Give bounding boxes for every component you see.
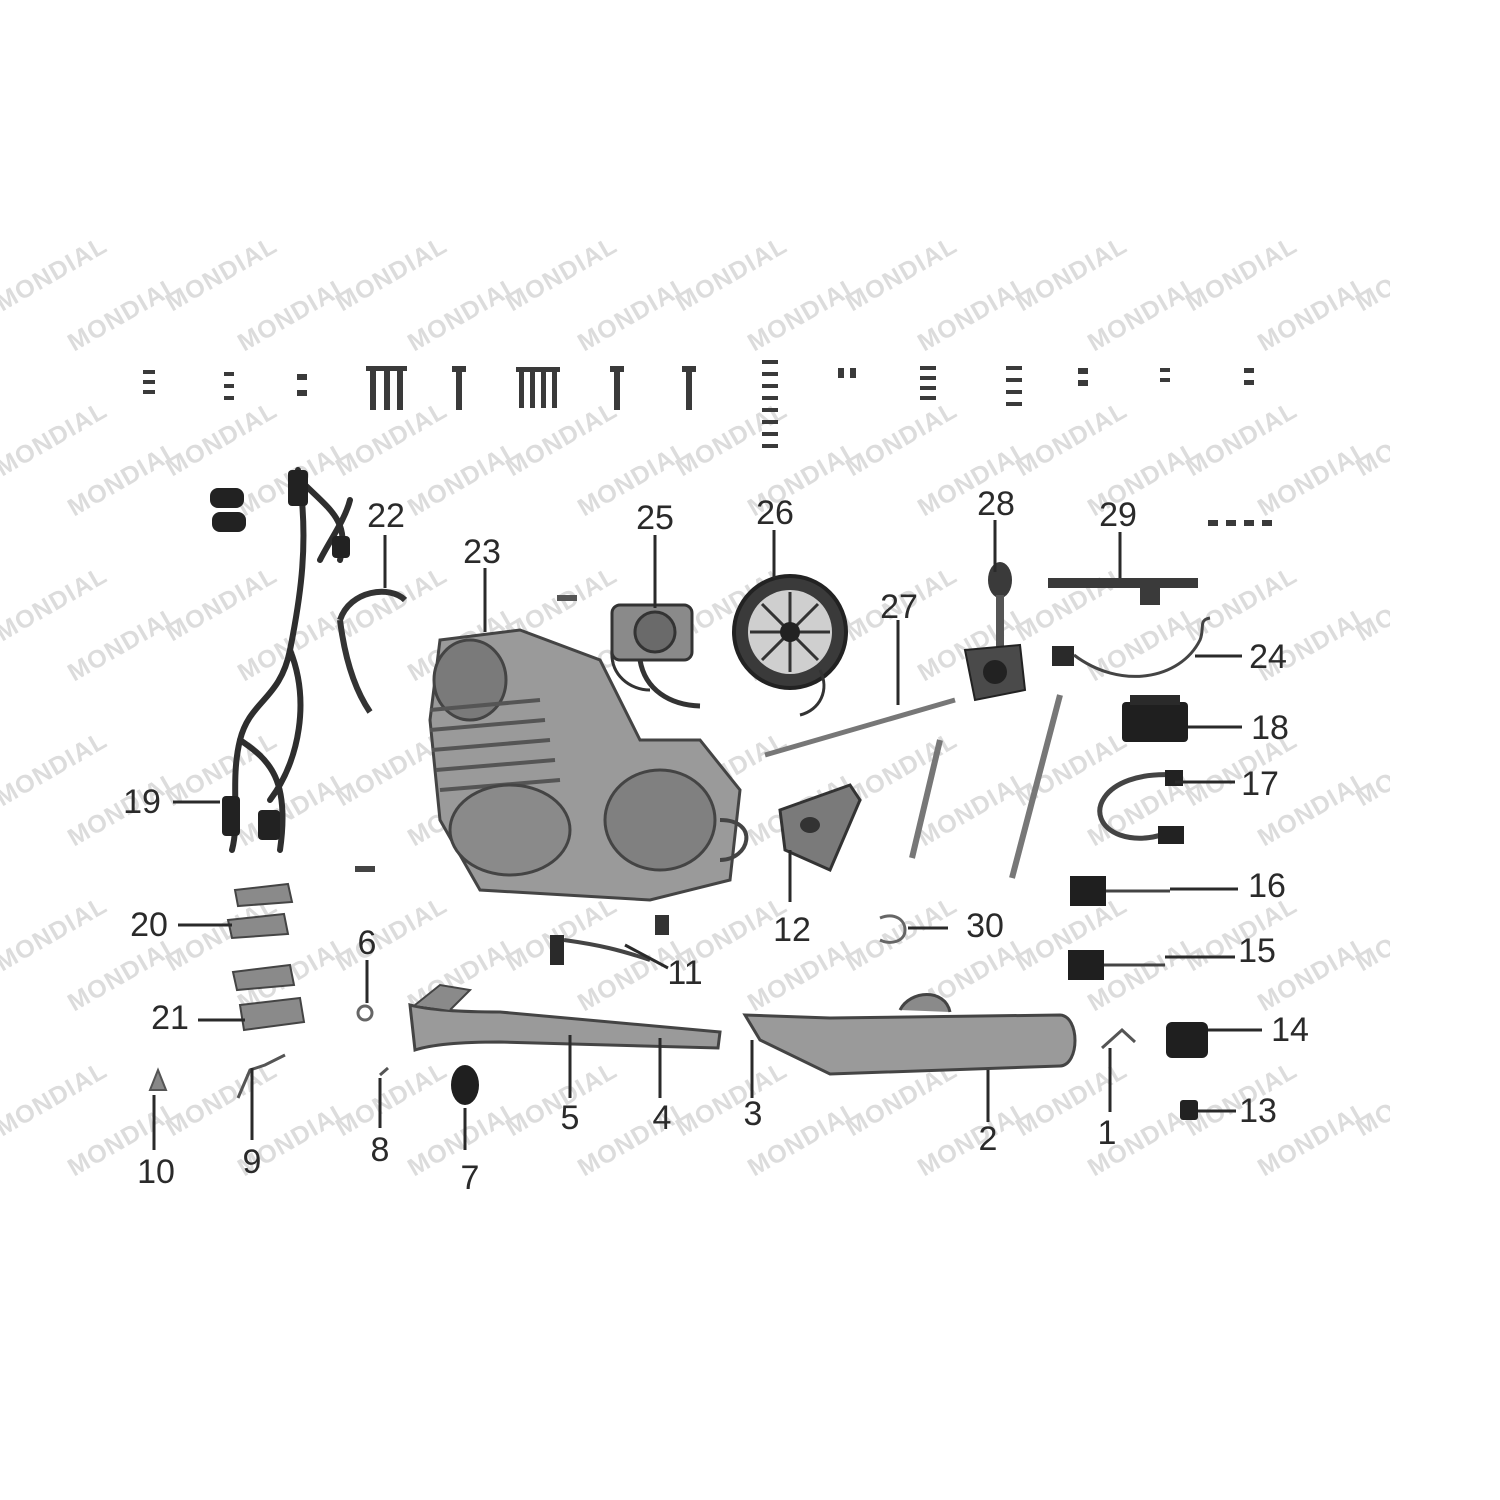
rectifier <box>1166 1022 1208 1058</box>
cable <box>337 588 408 714</box>
exhaust-pipe <box>408 983 722 1053</box>
callout-22: 22 <box>367 497 405 535</box>
wiring-harness <box>229 467 353 853</box>
callout-25: 25 <box>636 499 674 537</box>
sprocket-cover <box>778 783 862 872</box>
leader-lines <box>152 520 1262 1150</box>
callout-8: 8 <box>370 1131 390 1169</box>
callout-7: 7 <box>460 1159 480 1197</box>
callout-10: 10 <box>137 1153 175 1191</box>
electronic-module <box>1122 695 1188 742</box>
small-connector <box>1180 1100 1198 1120</box>
mounting-bracket <box>1048 578 1198 605</box>
gasket-20 <box>226 882 294 940</box>
bracket-9 <box>236 1053 286 1099</box>
callout-3: 3 <box>743 1095 763 1133</box>
callout-24: 24 <box>1249 638 1287 676</box>
engine <box>428 628 749 902</box>
spring-clip <box>1100 1027 1137 1050</box>
callout-9: 9 <box>242 1143 262 1181</box>
callout-30: 30 <box>966 907 1004 945</box>
pin <box>379 1066 389 1077</box>
gasket-21 <box>231 963 306 1032</box>
small-part <box>557 595 577 601</box>
callout-26: 26 <box>756 494 794 532</box>
sensor-lead <box>1052 616 1211 678</box>
callout-28: 28 <box>977 485 1015 523</box>
oil-cap <box>451 1065 479 1105</box>
chain-link <box>879 914 907 944</box>
harness-connectors <box>210 470 350 840</box>
gear-lever <box>963 562 1027 702</box>
callout-21: 21 <box>151 999 189 1037</box>
control-rod <box>764 697 956 758</box>
callout-27: 27 <box>880 588 918 626</box>
relay-15 <box>1068 950 1165 980</box>
washer <box>356 1004 374 1022</box>
callout-2: 2 <box>978 1120 998 1158</box>
ignition-lead <box>1097 770 1184 844</box>
cooling-fan <box>732 574 848 717</box>
carburetor <box>610 603 701 709</box>
relay-16 <box>1070 876 1170 906</box>
callout-1: 1 <box>1097 1114 1117 1152</box>
small-part-2 <box>355 866 375 872</box>
kick-starter <box>550 915 669 965</box>
muffler <box>742 993 1077 1076</box>
callout-14: 14 <box>1271 1011 1309 1049</box>
callout-20: 20 <box>130 906 168 944</box>
callout-23: 23 <box>463 533 501 571</box>
callout-11: 11 <box>667 954 703 992</box>
callout-12: 12 <box>773 911 811 949</box>
fastener-row <box>143 360 1272 526</box>
callout-29: 29 <box>1099 496 1137 534</box>
callout-13: 13 <box>1239 1092 1277 1130</box>
callout-18: 18 <box>1251 709 1289 747</box>
rod-right <box>1009 694 1063 879</box>
valve-10 <box>148 1067 168 1091</box>
callout-16: 16 <box>1248 867 1286 905</box>
callout-15: 15 <box>1238 932 1276 970</box>
callout-19: 19 <box>123 783 161 821</box>
callout-6: 6 <box>357 924 377 962</box>
rod-left <box>909 739 943 859</box>
callout-17: 17 <box>1241 765 1279 803</box>
callout-5: 5 <box>560 1099 580 1137</box>
callout-4: 4 <box>652 1099 672 1137</box>
